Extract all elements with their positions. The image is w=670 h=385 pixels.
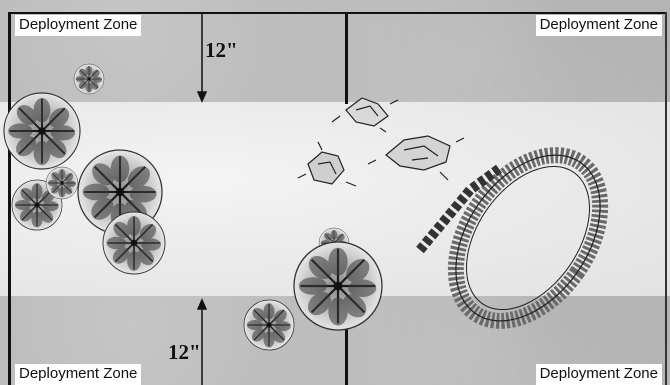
tree-icon bbox=[4, 93, 80, 169]
tree-icon bbox=[74, 64, 104, 94]
tree-icon bbox=[103, 212, 165, 274]
tree-icon bbox=[244, 300, 294, 350]
rock-icon bbox=[368, 136, 464, 180]
deployment-zone-label-bottom-left: Deployment Zone bbox=[15, 364, 141, 385]
measurement-label-bottom: 12" bbox=[168, 340, 201, 365]
deployment-zone-label-top-right: Deployment Zone bbox=[536, 15, 662, 36]
rock-icon bbox=[332, 98, 398, 132]
tree-icon bbox=[46, 167, 78, 199]
stone-circle-ruin-icon bbox=[420, 128, 630, 348]
rock-icon bbox=[298, 142, 356, 186]
tree-icon bbox=[294, 242, 382, 330]
measurement-label-top: 12" bbox=[205, 38, 238, 63]
deployment-zone-label-bottom-right: Deployment Zone bbox=[536, 364, 662, 385]
deployment-zone-label-top-left: Deployment Zone bbox=[15, 15, 141, 36]
